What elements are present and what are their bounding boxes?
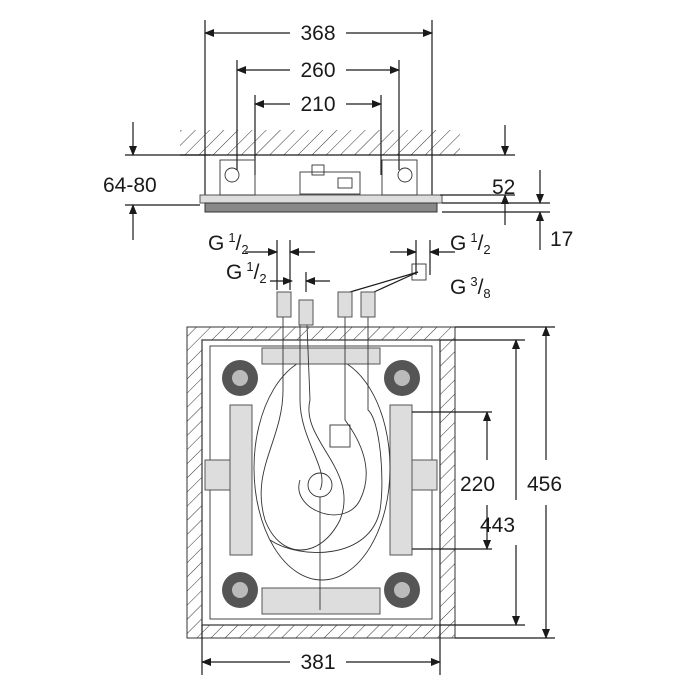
svg-text:260: 260	[300, 59, 335, 82]
dimension-52: 52	[440, 125, 515, 225]
corner-fan-icon	[384, 572, 420, 608]
svg-text:G1/2: G1/2	[226, 259, 267, 286]
installation-box	[186, 291, 456, 639]
svg-text:381: 381	[300, 651, 335, 674]
dimension-443: 443	[440, 339, 525, 626]
dimension-368: 368	[204, 20, 433, 200]
corner-fan-icon	[222, 572, 258, 608]
svg-text:G1/2: G1/2	[208, 230, 249, 257]
shower-side-view	[199, 159, 443, 213]
svg-text:64-80: 64-80	[103, 174, 157, 197]
dimension-220: 220	[412, 411, 495, 550]
svg-text:G1/2: G1/2	[450, 230, 491, 257]
svg-text:443: 443	[480, 514, 515, 537]
dimension-381: 381	[201, 625, 441, 675]
corner-fan-icon	[222, 360, 258, 396]
dimension-456: 456	[455, 326, 562, 639]
svg-text:456: 456	[527, 473, 562, 496]
svg-text:G3/8: G3/8	[450, 274, 491, 301]
svg-text:220: 220	[460, 473, 495, 496]
svg-text:52: 52	[492, 176, 515, 199]
dimension-17: 17	[442, 170, 573, 251]
svg-text:368: 368	[300, 22, 335, 45]
dimension-64-80: 64-80	[103, 122, 210, 240]
svg-text:17: 17	[550, 228, 573, 251]
corner-fan-icon	[384, 360, 420, 396]
ceiling-section	[180, 130, 460, 156]
svg-text:210: 210	[300, 93, 335, 116]
